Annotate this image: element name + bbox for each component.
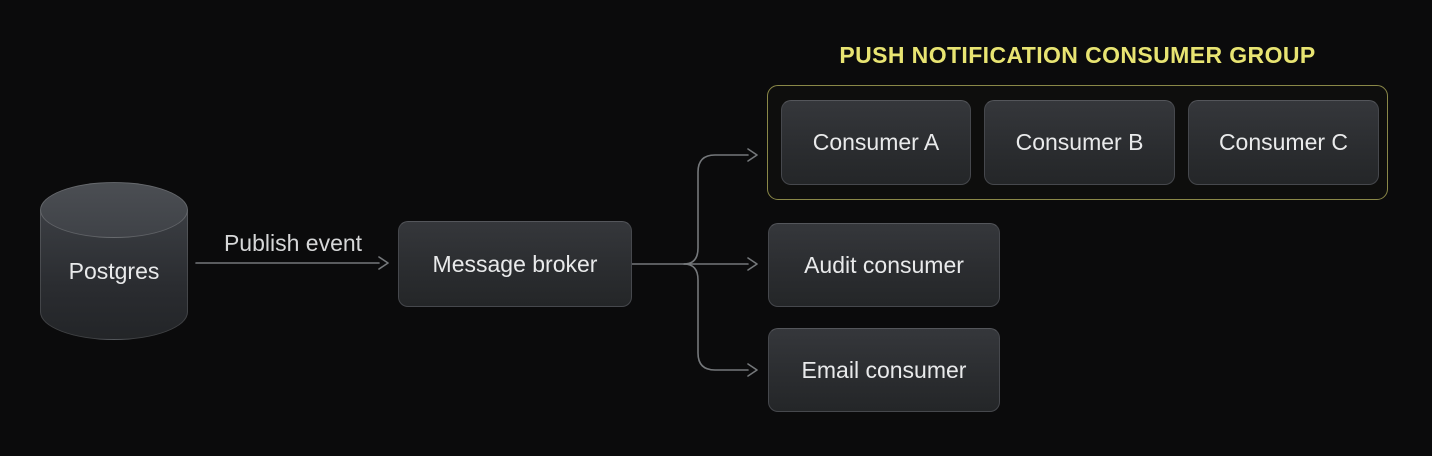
postgres-node-label: Postgres <box>68 258 160 284</box>
consumer-c-label: Consumer C <box>1218 129 1349 155</box>
audit-consumer-node: Audit consumer <box>768 223 1000 307</box>
consumer-b-node: Consumer B <box>984 100 1175 185</box>
broker-to-email-arrowhead-icon <box>747 363 758 377</box>
push-notification-consumer-group: Consumer A Consumer B Consumer C <box>767 85 1388 200</box>
consumer-c-node: Consumer C <box>1188 100 1379 185</box>
broker-to-audit-arrowhead-icon <box>747 257 758 271</box>
audit-consumer-label: Audit consumer <box>804 251 964 278</box>
database-cylinder-top <box>40 182 188 238</box>
publish-event-arrowhead-icon <box>378 256 389 270</box>
broker-to-group-arrowhead-icon <box>747 148 758 162</box>
message-broker-label: Message broker <box>432 250 598 277</box>
broker-to-email-arrow-line <box>683 263 749 371</box>
email-consumer-node: Email consumer <box>768 328 1000 412</box>
consumer-a-node: Consumer A <box>781 100 971 185</box>
postgres-node: Postgres <box>40 182 188 340</box>
message-broker-node: Message broker <box>398 221 632 307</box>
email-consumer-label: Email consumer <box>801 356 967 383</box>
broker-to-group-arrow-line <box>683 154 749 265</box>
publish-event-label: Publish event <box>223 230 363 256</box>
consumer-a-label: Consumer A <box>812 129 940 155</box>
consumer-b-label: Consumer B <box>1015 129 1144 155</box>
consumer-group-title: PUSH NOTIFICATION CONSUMER GROUP <box>839 42 1316 68</box>
